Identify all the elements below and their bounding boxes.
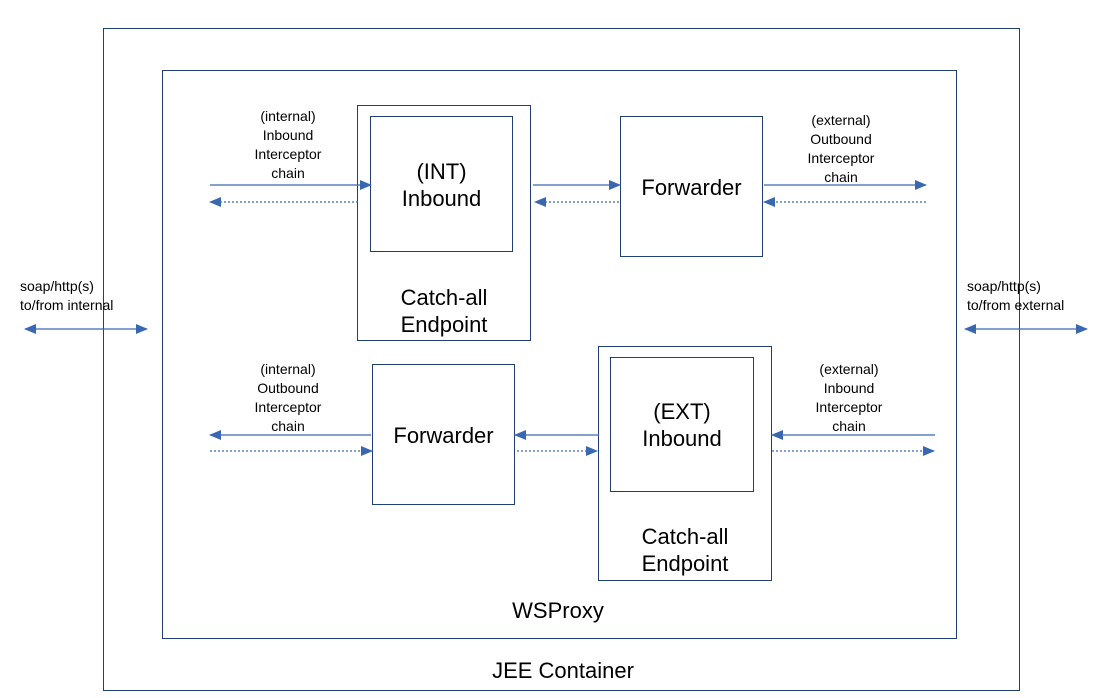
int-inbound-label: (INT) Inbound xyxy=(370,158,513,212)
chain-line: Inbound xyxy=(262,127,314,143)
wsproxy-box xyxy=(162,70,957,639)
edge-line: to/from internal xyxy=(20,297,114,313)
chain-line: Outbound xyxy=(257,380,319,396)
ext-catchall-line2: Endpoint xyxy=(641,551,729,576)
chain-line: chain xyxy=(271,165,305,181)
external-inbound-chain-label: (external) Inbound Interceptor chain xyxy=(799,360,899,436)
forwarder-bottom-label: Forwarder xyxy=(393,423,494,448)
chain-line: chain xyxy=(824,169,858,185)
int-catchall-label: Catch-all Endpoint xyxy=(357,284,531,338)
internal-inbound-chain-label: (internal) Inbound Interceptor chain xyxy=(238,107,338,183)
chain-line: Interceptor xyxy=(807,150,875,166)
external-outbound-chain-label: (external) Outbound Interceptor chain xyxy=(791,111,891,187)
chain-line: (internal) xyxy=(260,108,316,124)
chain-line: Outbound xyxy=(810,131,872,147)
chain-line: Inbound xyxy=(823,380,875,396)
edge-line: to/from external xyxy=(967,297,1065,313)
chain-line: (internal) xyxy=(260,361,316,377)
internal-edge-label: soap/http(s) to/from internal xyxy=(20,277,150,315)
forwarder-top-label: Forwarder xyxy=(641,175,742,200)
chain-line: (external) xyxy=(811,112,871,128)
chain-line: Interceptor xyxy=(254,146,322,162)
int-inbound-line1: (INT) xyxy=(416,159,467,184)
edge-line: soap/http(s) xyxy=(20,278,94,294)
int-inbound-line2: Inbound xyxy=(401,186,482,211)
ext-inbound-line1: (EXT) xyxy=(653,399,711,424)
ext-inbound-label: (EXT) Inbound xyxy=(610,398,754,452)
ext-catchall-label: Catch-all Endpoint xyxy=(598,523,772,577)
jee-container-box xyxy=(103,28,1020,691)
chain-line: chain xyxy=(832,418,866,434)
ext-catchall-line1: Catch-all xyxy=(641,524,729,549)
int-catchall-line2: Endpoint xyxy=(400,312,488,337)
wsproxy-label: WSProxy xyxy=(512,598,604,623)
ext-inbound-box xyxy=(610,357,754,492)
chain-line: chain xyxy=(271,418,305,434)
chain-line: (external) xyxy=(819,361,879,377)
int-catchall-endpoint-box xyxy=(357,105,531,341)
ext-inbound-line2: Inbound xyxy=(642,426,722,451)
external-edge-label: soap/http(s) to/from external xyxy=(967,277,1092,315)
int-catchall-line1: Catch-all xyxy=(400,285,488,310)
internal-outbound-chain-label: (internal) Outbound Interceptor chain xyxy=(238,360,338,436)
ext-catchall-endpoint-box xyxy=(598,346,772,581)
chain-line: Interceptor xyxy=(815,399,883,415)
chain-line: Interceptor xyxy=(254,399,322,415)
edge-line: soap/http(s) xyxy=(967,278,1041,294)
jee-container-label: JEE Container xyxy=(492,658,634,683)
